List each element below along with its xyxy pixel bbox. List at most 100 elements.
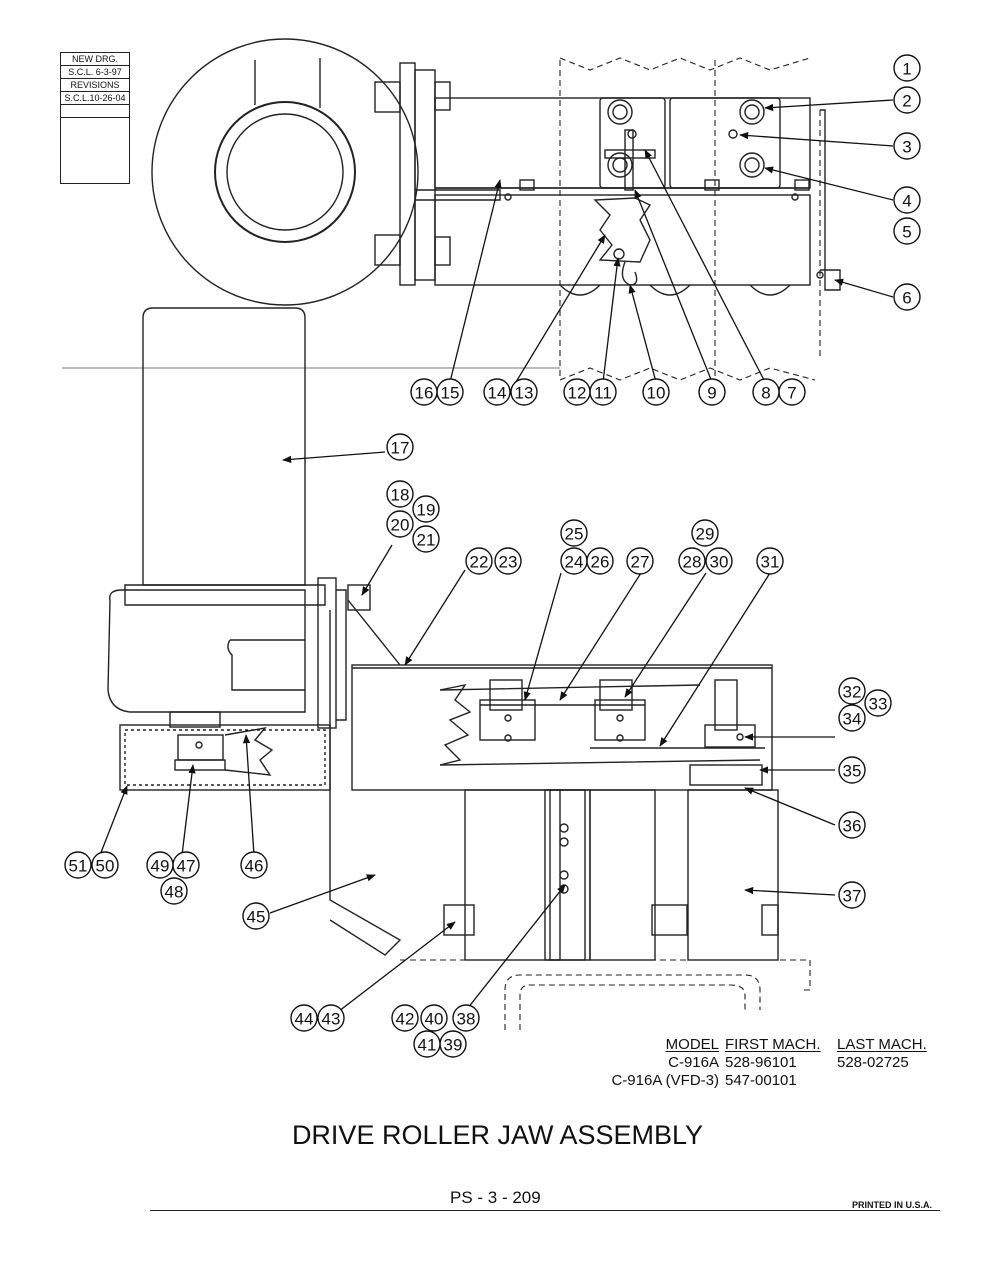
callout-number: 42 [396,1010,415,1029]
callout-circle [412,495,440,523]
callout-number: 12 [568,384,587,403]
callout-circle [563,378,591,406]
header-first-mach: FIRST MACH. [725,1036,821,1053]
callout-number: 38 [457,1010,476,1029]
callout-26: 26 [586,547,614,575]
motor-body [151,38,419,306]
callout-number: 36 [843,817,862,836]
callout-31: 31 [756,547,784,575]
callout-number: 2 [902,92,911,111]
model-table: MODEL FIRST MACH. LAST MACH. C-916A 528-… [600,1036,950,1090]
callout-number: 8 [761,384,770,403]
side-view [107,307,811,1030]
drawing-title: DRIVE ROLLER JAW ASSEMBLY [291,1120,704,1150]
header-model: MODEL [665,1036,719,1053]
callout-number: 29 [696,525,715,544]
callout-circle [483,378,511,406]
model-table-row: C-916A (VFD-3) 547-00101 [600,1072,950,1090]
callout-number: 6 [902,289,911,308]
callout-circle [864,689,892,717]
callout-number: 21 [417,531,436,550]
callout-circle [893,217,921,245]
callout-number: 51 [69,857,88,876]
callout-circle [160,877,188,905]
callout-9: 9 [698,378,726,406]
last-mach-cell: 528-02725 [837,1054,909,1071]
callout-11: 11 [589,378,617,406]
callout-27: 27 [626,547,654,575]
callout-circle [510,378,538,406]
callout-number: 4 [902,192,911,211]
callout-number: 10 [647,384,666,403]
callout-circle [146,851,174,879]
callout-39: 39 [439,1030,467,1058]
footer-rule [150,1210,940,1211]
callout-number: 17 [391,439,410,458]
callout-number: 1 [902,60,911,79]
callout-25: 25 [560,519,588,547]
callout-40: 40 [420,1004,448,1032]
model-cell: C-916A (VFD-3) [611,1072,719,1089]
callout-number: 43 [322,1010,341,1029]
callout-circle [91,851,119,879]
callout-circle [893,54,921,82]
callout-circle [838,677,866,705]
callout-8: 8 [752,378,780,406]
callout-12: 12 [563,378,591,406]
callout-14: 14 [483,378,511,406]
callout-circle [838,704,866,732]
callout-circle [240,851,268,879]
callout-20: 20 [386,510,414,538]
callout-23: 23 [494,547,522,575]
callout-45: 45 [242,902,270,930]
callout-number: 3 [902,138,911,157]
callout-circle [494,547,522,575]
callout-number: 45 [247,908,266,927]
callout-2: 2 [893,86,921,114]
callout-number: 5 [902,223,911,242]
callout-13: 13 [510,378,538,406]
callout-circle [412,525,440,553]
callout-number: 32 [843,683,862,702]
revision-entry: S.C.L.10-26-04 [61,92,129,105]
callout-3: 3 [893,132,921,160]
callout-circle [391,1004,419,1032]
callout-circle [756,547,784,575]
callout-19: 19 [412,495,440,523]
callout-circle [705,547,733,575]
callout-number: 22 [470,553,489,572]
callout-circle [678,547,706,575]
callout-circle [838,881,866,909]
callout-number: 28 [683,553,702,572]
callout-number: 25 [565,525,584,544]
page-number: PS - 3 - 209 [450,1188,541,1207]
new-drawing-date: S.C.L. 6-3-97 [61,66,129,79]
printed-in-label: PRINTED IN U.S.A. [852,1200,933,1210]
first-mach-cell: 528-96101 [725,1054,797,1071]
callout-36: 36 [838,811,866,839]
callout-number: 16 [415,384,434,403]
callout-33: 33 [864,689,892,717]
callout-circle [838,756,866,784]
model-cell: C-916A [668,1054,719,1071]
callout-49: 49 [146,851,174,879]
callout-21: 21 [412,525,440,553]
callout-number: 7 [787,384,796,403]
callout-number: 48 [165,883,184,902]
callout-number: 50 [96,857,115,876]
callout-28: 28 [678,547,706,575]
callout-22: 22 [465,547,493,575]
callout-circle [893,132,921,160]
callout-circle [691,519,719,547]
callout-number: 39 [444,1036,463,1055]
callout-circle [64,851,92,879]
callout-circle [586,547,614,575]
leader-lines [99,99,894,1019]
callout-17: 17 [386,433,414,461]
callout-number: 31 [761,553,780,572]
callout-circle [290,1004,318,1032]
callout-circle [317,1004,345,1032]
callout-44: 44 [290,1004,318,1032]
